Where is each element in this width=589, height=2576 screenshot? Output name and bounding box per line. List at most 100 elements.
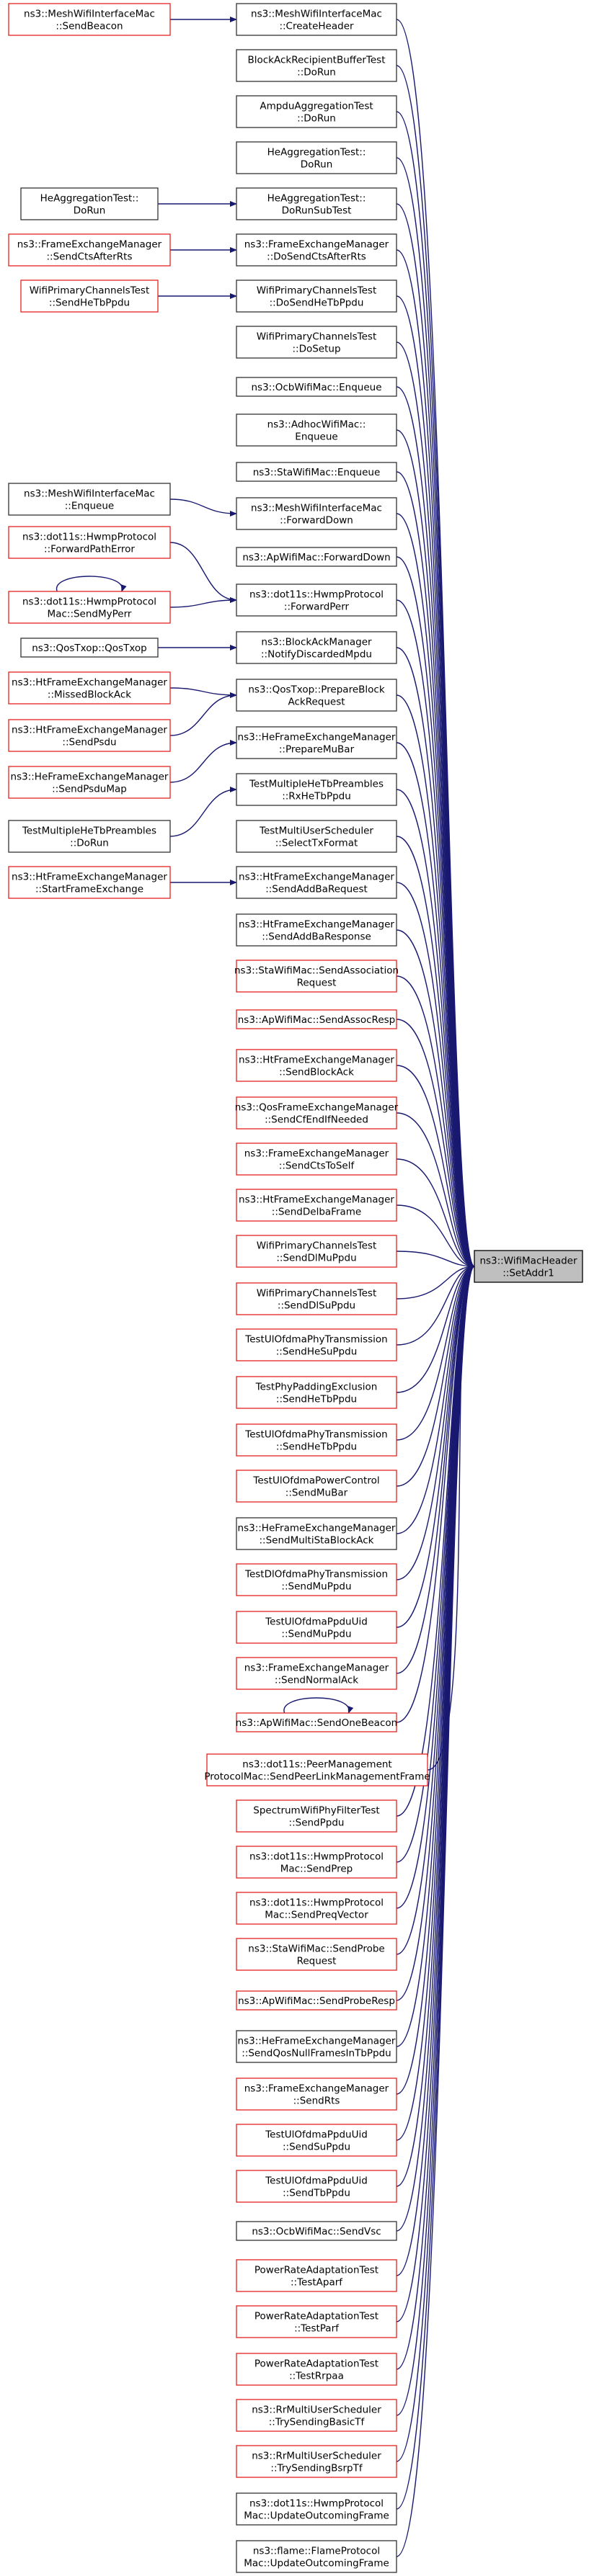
node-mid33[interactable]: TestUlOfdmaPowerControl::SendMuBar <box>236 1470 397 1503</box>
edge-mid52-to-t <box>396 1264 475 2370</box>
edge <box>396 882 475 1269</box>
node-label-line: ::RxHeTbPpdu <box>282 791 351 802</box>
node-mid39[interactable]: ns3::dot11s::PeerManagementProtocolMac::… <box>204 1753 430 1786</box>
node-mid17[interactable]: ns3::HeFrameExchangeManager::PrepareMuBa… <box>236 726 397 759</box>
edge-l18-to-mid18 <box>169 787 237 837</box>
node-mid35[interactable]: TestDlOfdmaPhyTransmission::SendMuPpdu <box>236 1563 397 1596</box>
node-mid40[interactable]: SpectrumWifiPhyFilterTest::SendPpdu <box>236 1799 397 1833</box>
node-mid9[interactable]: ns3::OcbWifiMac::Enqueue <box>236 377 397 397</box>
node-l6[interactable]: ns3::FrameExchangeManager::SendCtsAfterR… <box>8 233 171 267</box>
node-mid8[interactable]: WifiPrimaryChannelsTest::DoSetup <box>236 326 397 359</box>
node-mid48[interactable]: TestUlOfdmaPpduUid::SendTbPpdu <box>236 2170 397 2203</box>
node-mid45[interactable]: ns3::HeFrameExchangeManager::SendQosNull… <box>236 2030 397 2063</box>
node-mid37[interactable]: ns3::FrameExchangeManager::SendNormalAck <box>236 1657 397 1690</box>
node-mid52[interactable]: PowerRateAdaptationTest::TestRrpaa <box>236 2353 397 2386</box>
node-label-line: ::DoSendCtsAfterRts <box>267 251 366 263</box>
node-mid13[interactable]: ns3::ApWifiMac::ForwardDown <box>236 547 397 567</box>
node-l14a[interactable]: ns3::dot11s::HwmpProtocol::ForwardPathEr… <box>8 526 171 559</box>
node-label-line: ::SendMuPpdu <box>281 1581 351 1593</box>
node-l12[interactable]: ns3::MeshWifiInterfaceMac::Enqueue <box>8 483 171 516</box>
node-mid46[interactable]: ns3::FrameExchangeManager::SendRts <box>236 2078 397 2111</box>
node-mid32[interactable]: TestUlOfdmaPhyTransmission::SendHeTbPpdu <box>236 1423 397 1457</box>
node-mid47[interactable]: TestUlOfdmaPpduUid::SendSuPpdu <box>236 2124 397 2157</box>
node-mid7[interactable]: WifiPrimaryChannelsTest::DoSendHeTbPpdu <box>236 279 397 313</box>
node-box <box>236 1892 397 1925</box>
node-mid36[interactable]: TestUlOfdmaPpduUid::SendMuPpdu <box>236 1611 397 1644</box>
edge-mid31-to-t <box>396 1264 475 1393</box>
node-mid29[interactable]: WifiPrimaryChannelsTest::SendDlSuPpdu <box>236 1282 397 1315</box>
node-box <box>236 1799 397 1833</box>
node-mid14[interactable]: ns3::dot11s::HwmpProtocol::ForwardPerr <box>236 583 397 617</box>
node-mid12[interactable]: ns3::MeshWifiInterfaceMac::ForwardDown <box>236 497 397 530</box>
node-mid49[interactable]: ns3::OcbWifiMac::SendVsc <box>236 2221 397 2241</box>
node-mid19[interactable]: TestMultiUserScheduler::SelectTxFormat <box>236 820 397 853</box>
edge-mid24-to-t <box>396 1065 475 1269</box>
node-label-line: ::ForwardPathError <box>44 544 135 555</box>
node-box <box>236 2353 397 2386</box>
node-mid56[interactable]: ns3::flame::FlameProtocolMac::UpdateOutc… <box>236 2540 397 2573</box>
node-mid11[interactable]: ns3::StaWifiMac::Enqueue <box>236 462 397 482</box>
node-l7[interactable]: WifiPrimaryChannelsTest::SendHeTbPpdu <box>20 279 159 313</box>
node-box <box>236 2399 397 2432</box>
node-mid55[interactable]: ns3::dot11s::HwmpProtocolMac::UpdateOutc… <box>236 2492 397 2526</box>
node-mid25[interactable]: ns3::QosFrameExchangeManager::SendCfEndI… <box>235 1096 399 1130</box>
node-mid10[interactable]: ns3::AdhocWifiMac::Enqueue <box>236 413 397 447</box>
node-mid23[interactable]: ns3::ApWifiMac::SendAssocResp <box>236 1009 397 1029</box>
node-box <box>236 2492 397 2526</box>
node-box <box>236 497 397 530</box>
node-l20[interactable]: ns3::HtFrameExchangeManager::StartFrameE… <box>8 866 171 899</box>
node-mid27[interactable]: ns3::HtFrameExchangeManager::SendDelbaFr… <box>236 1189 397 1222</box>
node-mid2[interactable]: BlockAckRecipientBufferTest::DoRun <box>236 49 397 82</box>
node-label-line: ::ForwardDown <box>280 515 353 527</box>
node-l4[interactable]: HeAggregationTest::DoRun <box>20 187 159 220</box>
node-l16b[interactable]: ns3::HtFrameExchangeManager::SendPsdu <box>8 719 171 752</box>
node-mid28[interactable]: WifiPrimaryChannelsTest::SendDlMuPpdu <box>236 1235 397 1268</box>
node-box <box>236 726 397 759</box>
edge-mid35-to-t <box>396 1264 475 1580</box>
node-mid5[interactable]: HeAggregationTest::DoRunSubTest <box>236 187 397 220</box>
node-mid42[interactable]: ns3::dot11s::HwmpProtocolMac::SendPreqVe… <box>236 1892 397 1925</box>
node-mid50[interactable]: PowerRateAdaptationTest::TestAparf <box>236 2259 397 2292</box>
node-label-line: SpectrumWifiPhyFilterTest <box>253 1805 379 1817</box>
node-mid38[interactable]: ns3::ApWifiMac::SendOneBeacon <box>236 1712 397 1732</box>
node-label-line: ::SendSuPpdu <box>283 2142 350 2153</box>
node-mid30[interactable]: TestUlOfdmaPhyTransmission::SendHeSuPpdu <box>236 1328 397 1361</box>
node-mid53[interactable]: ns3::RrMultiUserScheduler::TrySendingBas… <box>236 2399 397 2432</box>
edge <box>396 1264 475 1487</box>
node-mid15[interactable]: ns3::BlockAckManager::NotifyDiscardedMpd… <box>236 631 397 664</box>
node-mid1[interactable]: ns3::MeshWifiInterfaceMac::CreateHeader <box>236 3 397 36</box>
node-t[interactable]: ns3::WifiMacHeader::SetAddr1 <box>474 1250 583 1283</box>
node-l1[interactable]: ns3::MeshWifiInterfaceMac::SendBeacon <box>8 3 171 36</box>
node-mid3[interactable]: AmpduAggregationTest::DoRun <box>236 95 397 128</box>
node-label-line: ns3::HtFrameExchangeManager <box>12 725 167 736</box>
node-mid20[interactable]: ns3::HtFrameExchangeManager::SendAddBaRe… <box>236 866 397 899</box>
node-label-line: TestUlOfdmaPowerControl <box>252 1475 379 1487</box>
node-mid26[interactable]: ns3::FrameExchangeManager::SendCtsToSelf <box>236 1142 397 1176</box>
node-label-line: DoRun <box>74 205 106 217</box>
node-l18[interactable]: TestMultipleHeTbPreambles::DoRun <box>8 820 171 853</box>
edge-l17-to-mid17 <box>169 740 237 783</box>
node-mid18[interactable]: TestMultipleHeTbPreambles::RxHeTbPpdu <box>236 773 397 806</box>
node-box <box>236 413 397 447</box>
node-l16a[interactable]: ns3::HtFrameExchangeManager::MissedBlock… <box>8 671 171 705</box>
node-mid34[interactable]: ns3::HeFrameExchangeManager::SendMultiSt… <box>236 1517 397 1550</box>
node-l17[interactable]: ns3::HeFrameExchangeManager::SendPsduMap <box>8 766 171 799</box>
node-mid44[interactable]: ns3::ApWifiMac::SendProbeResp <box>236 1990 397 2011</box>
node-mid54[interactable]: ns3::RrMultiUserScheduler::TrySendingBsr… <box>236 2445 397 2478</box>
node-mid31[interactable]: TestPhyPaddingExclusion::SendHeTbPpdu <box>236 1376 397 1409</box>
node-box <box>236 187 397 220</box>
node-box <box>236 2124 397 2157</box>
node-mid24[interactable]: ns3::HtFrameExchangeManager::SendBlockAc… <box>236 1049 397 1082</box>
node-mid4[interactable]: HeAggregationTest::DoRun <box>236 141 397 174</box>
node-label-line: ns3::dot11s::HwmpProtocol <box>249 2498 384 2510</box>
node-mid51[interactable]: PowerRateAdaptationTest::TestParf <box>236 2305 397 2338</box>
node-mid6[interactable]: ns3::FrameExchangeManager::DoSendCtsAfte… <box>236 233 397 267</box>
node-label-line: TestMultipleHeTbPreambles <box>22 826 156 837</box>
node-mid21[interactable]: ns3::HtFrameExchangeManager::SendAddBaRe… <box>236 913 397 947</box>
node-l15[interactable]: ns3::QosTxop::QosTxop <box>20 638 159 658</box>
